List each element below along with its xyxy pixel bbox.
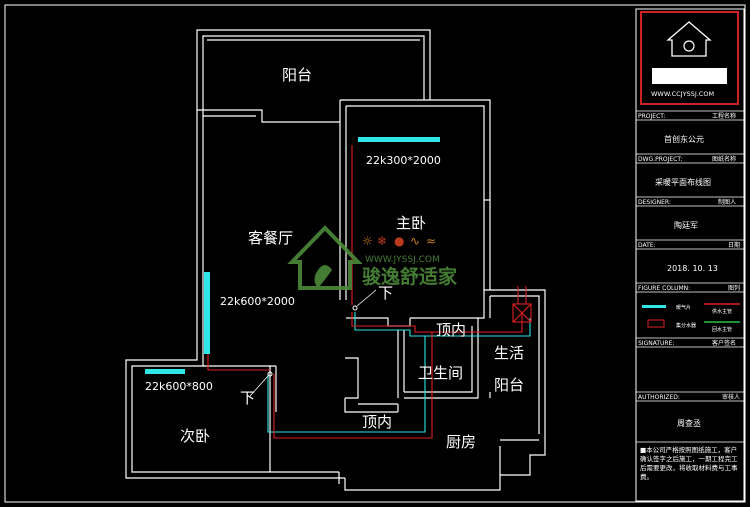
legend-manifold-swatch (647, 319, 665, 328)
radiator-secondary-spec: 22k600*800 (145, 380, 213, 393)
dwg-value: 采暖平面布线图 (655, 177, 711, 187)
sun-icon: ☼ (362, 234, 373, 248)
label-down-1: 下 (378, 284, 393, 302)
date-label-cn: 日期 (728, 241, 740, 249)
manifold-box (512, 303, 532, 323)
project-label-en: PROJECT: (638, 113, 665, 120)
legend-radiator-swatch (642, 305, 666, 308)
title-block: ▮▮▮▮▮▮▮ WWW.CCJYSSJ.COM PROJECT: 工程名称 首创… (635, 8, 745, 502)
designer-value: 陶廷军 (674, 220, 698, 230)
legend-supply-label: 供水主管 (712, 308, 732, 315)
radiator-master-spec: 22k300*2000 (366, 154, 441, 167)
logo-house-icon (666, 21, 712, 57)
dwg-label-cn: 图纸名称 (712, 155, 736, 163)
date-label-en: DATE: (638, 242, 656, 249)
label-service-balcony-2: 阳台 (494, 376, 524, 394)
authorized-label-en: AUTHORIZED: (638, 394, 680, 401)
label-secondary-bedroom: 次卧 (180, 427, 210, 445)
label-service-balcony-1: 生活 (494, 344, 524, 362)
company-logo (640, 11, 739, 105)
wind-icon: ∿ (410, 234, 420, 248)
valve-master (352, 305, 358, 311)
designer-label-cn: 制图人 (718, 198, 736, 206)
radiator-secondary (145, 369, 185, 374)
authorized-value: 周查丞 (677, 418, 701, 428)
return-pipes (267, 312, 531, 433)
house-logo-icon (287, 225, 363, 290)
designer-label-en: DESIGNER: (638, 199, 671, 206)
logo-url: WWW.CCJYSSJ.COM (651, 90, 714, 98)
watermark: ☼ ❄ ● ∿ ≈ WWW.JYSSJ.COM 骏逸舒适家 (287, 225, 458, 290)
title-block-note: ■本公司严格按照图纸施工，客户确认签字之后施工，一期工程完工后需要更改，将收取材… (640, 446, 738, 481)
authorized-label-cn: 审核人 (722, 393, 740, 401)
label-down-2: 下 (240, 389, 255, 407)
radiator-master (358, 137, 440, 142)
date-value: 2018. 10. 13 (667, 264, 718, 273)
project-value: 首创东公元 (664, 134, 704, 144)
valve-secondary (267, 371, 273, 377)
supply-pipes (207, 145, 523, 439)
watermark-url: WWW.JYSSJ.COM (365, 255, 440, 265)
logo-wordmark (652, 68, 727, 84)
drawing-frame (4, 4, 746, 503)
watermark-brand: 骏逸舒适家 (362, 265, 458, 288)
figure-label-cn: 图列 (728, 284, 740, 292)
signature-label-en: SIGNATURE: (638, 340, 674, 347)
figure-label-en: FIGURE COLUMN: (638, 285, 690, 292)
label-living-dining: 客餐厅 (248, 229, 293, 247)
label-ceiling-inside-1: 顶内 (436, 321, 466, 339)
label-kitchen: 厨房 (446, 433, 476, 451)
radiator-living (204, 272, 210, 354)
legend-return-label: 回水主管 (712, 326, 732, 333)
label-balcony: 阳台 (282, 66, 312, 84)
snowflake-icon: ❄ (377, 234, 387, 248)
walls (125, 29, 546, 491)
water-drop-icon: ● (394, 234, 404, 248)
project-label-cn: 工程名称 (712, 112, 736, 120)
label-bathroom: 卫生间 (418, 364, 463, 382)
signature-label-cn: 客户签名 (712, 339, 736, 347)
label-ceiling-inside-2: 顶内 (362, 413, 392, 431)
legend-manifold-label: 集分水器 (676, 322, 696, 329)
svg-text:▮▮▮▮▮▮▮: ▮▮▮▮▮▮▮ (656, 70, 698, 83)
wifi-icon: ≈ (426, 234, 436, 248)
dwg-label-en: DWG.PROJECT: (638, 156, 682, 163)
label-master-bedroom: 主卧 (396, 214, 426, 232)
legend-radiator-label: 暖气片 (676, 304, 691, 311)
radiator-living-spec: 22k600*2000 (220, 295, 295, 308)
